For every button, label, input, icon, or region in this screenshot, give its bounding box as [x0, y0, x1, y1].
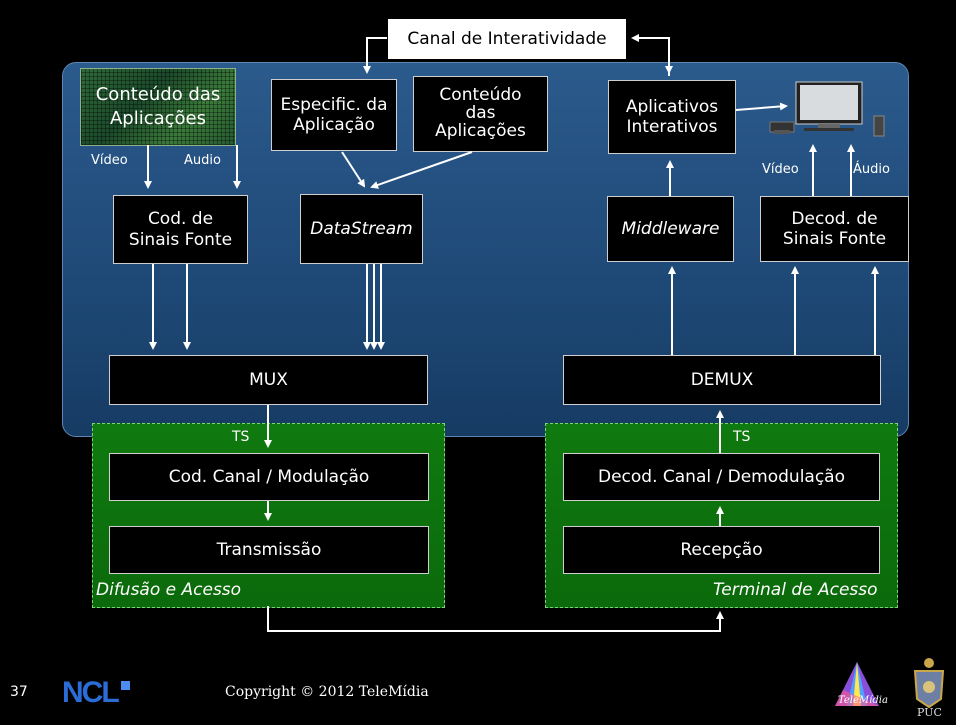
puc-crest-logo	[913, 658, 945, 709]
aplicativos-line1: Aplicativos	[625, 96, 719, 117]
conteudo2-line1: Conteúdo	[439, 85, 522, 106]
mux-label: MUX	[249, 369, 288, 390]
ts-label-right: TS	[733, 429, 751, 445]
telemidia-logo	[835, 662, 879, 706]
aplicativos-interativos-box: Aplicativos Interativos	[608, 80, 736, 154]
cod-canal-label: Cod. Canal / Modulação	[168, 466, 370, 487]
demux-label: DEMUX	[690, 369, 754, 390]
arrow-aplicativos-to-tv	[735, 102, 788, 111]
difusao-acesso-label: Difusão e Acesso	[96, 580, 242, 600]
decod-sinais-fonte-box: Decod. de Sinais Fonte	[760, 196, 909, 262]
telemidia-logo-text: TeleMídia	[838, 695, 888, 706]
conteudo-aplicacoes-line1: Conteúdo das	[95, 83, 221, 105]
ts-label-left: TS	[232, 429, 250, 445]
aplicativos-line2: Interativos	[626, 117, 718, 137]
arrow-transmission-link	[267, 606, 724, 632]
ncl-logo: NCL	[62, 676, 130, 710]
canal-interatividade-label: Canal de Interatividade	[407, 28, 607, 49]
audio-label-right: Áudio	[853, 162, 890, 177]
arrow-conteudo-to-datastream	[370, 151, 473, 189]
demux-box: DEMUX	[563, 355, 881, 405]
arrow-especific-to-datastream	[341, 151, 366, 188]
video-label-right: Vídeo	[762, 162, 799, 177]
cod-sinais-fonte-box: Cod. de Sinais Fonte	[113, 195, 248, 264]
arrow-canal-to-especific	[363, 37, 387, 74]
transmissao-label: Transmissão	[216, 539, 322, 560]
slide-number: 37	[10, 684, 28, 700]
mux-box: MUX	[109, 355, 428, 405]
cod-sinais-line2: Sinais Fonte	[128, 229, 233, 250]
terminal-acesso-label: Terminal de Acesso	[713, 580, 878, 600]
conteudo2-line2: das	[465, 103, 496, 124]
conteudo-aplicacoes-box: Conteúdo das Aplicações	[413, 76, 548, 152]
conteudo-aplicacoes-line2: Aplicações	[109, 108, 207, 129]
puc-logo-text: PUC	[917, 706, 942, 719]
ncl-logo-text: NCL	[62, 676, 120, 709]
cod-sinais-line1: Cod. de	[147, 209, 214, 230]
especific-line2: Aplicação	[293, 115, 375, 135]
datastream-label: DataStream	[310, 218, 413, 239]
audio-label-left: Audio	[184, 153, 221, 168]
transmissao-box: Transmissão	[109, 526, 429, 574]
conteudo-aplicacoes-image: Conteúdo das Aplicações	[80, 68, 236, 146]
copyright-text: Copyright © 2012 TeleMídia	[225, 684, 429, 700]
decod-sinais-line1: Decod. de	[791, 208, 878, 229]
recepcao-box: Recepção	[563, 526, 880, 574]
middleware-label: Middleware	[621, 218, 720, 239]
decod-canal-label: Decod. Canal / Demodulação	[597, 466, 845, 487]
computer-tv-icon	[769, 81, 885, 137]
decod-canal-demodulacao-box: Decod. Canal / Demodulação	[563, 453, 880, 501]
conteudo2-line3: Aplicações	[435, 120, 526, 141]
recepcao-label: Recepção	[680, 539, 763, 560]
datastream-box: DataStream	[300, 194, 423, 264]
especific-line1: Especific. da	[280, 94, 388, 115]
cod-canal-modulacao-box: Cod. Canal / Modulação	[109, 453, 429, 501]
video-label-left: Vídeo	[91, 153, 128, 168]
arrow-aplicativos-to-canal	[631, 34, 670, 76]
canal-interatividade-box: Canal de Interatividade	[387, 18, 627, 60]
especific-aplicacao-box: Especific. da Aplicação	[271, 79, 397, 151]
middleware-box: Middleware	[607, 196, 734, 262]
decod-sinais-line2: Sinais Fonte	[782, 229, 887, 249]
